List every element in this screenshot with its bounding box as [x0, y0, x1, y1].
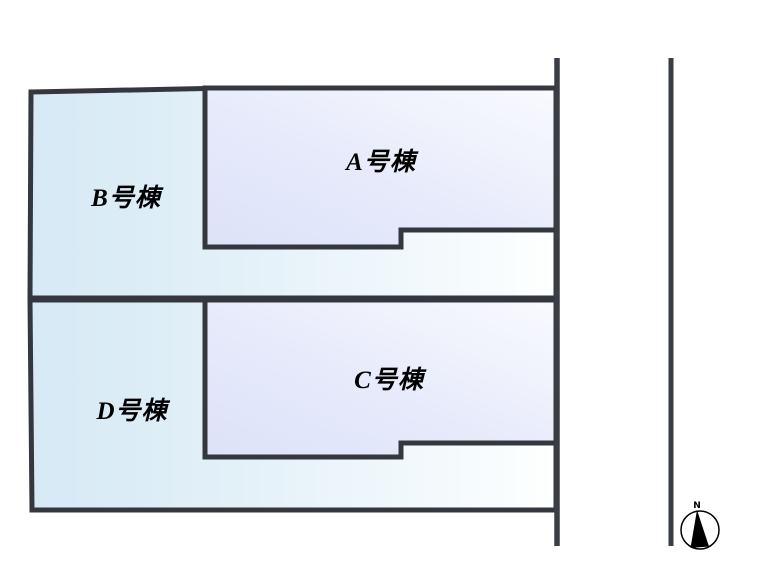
compass-needle-icon: [690, 510, 709, 548]
compass-north-label: N: [693, 501, 701, 511]
north-compass-icon: N: [680, 501, 720, 550]
lot-b-label: B号棟: [90, 184, 164, 212]
lot-d-label: D号棟: [95, 397, 170, 425]
compass-circle: [680, 510, 720, 550]
lot-a-label: A号棟: [344, 148, 419, 176]
lot-c-label: C号棟: [354, 366, 427, 394]
